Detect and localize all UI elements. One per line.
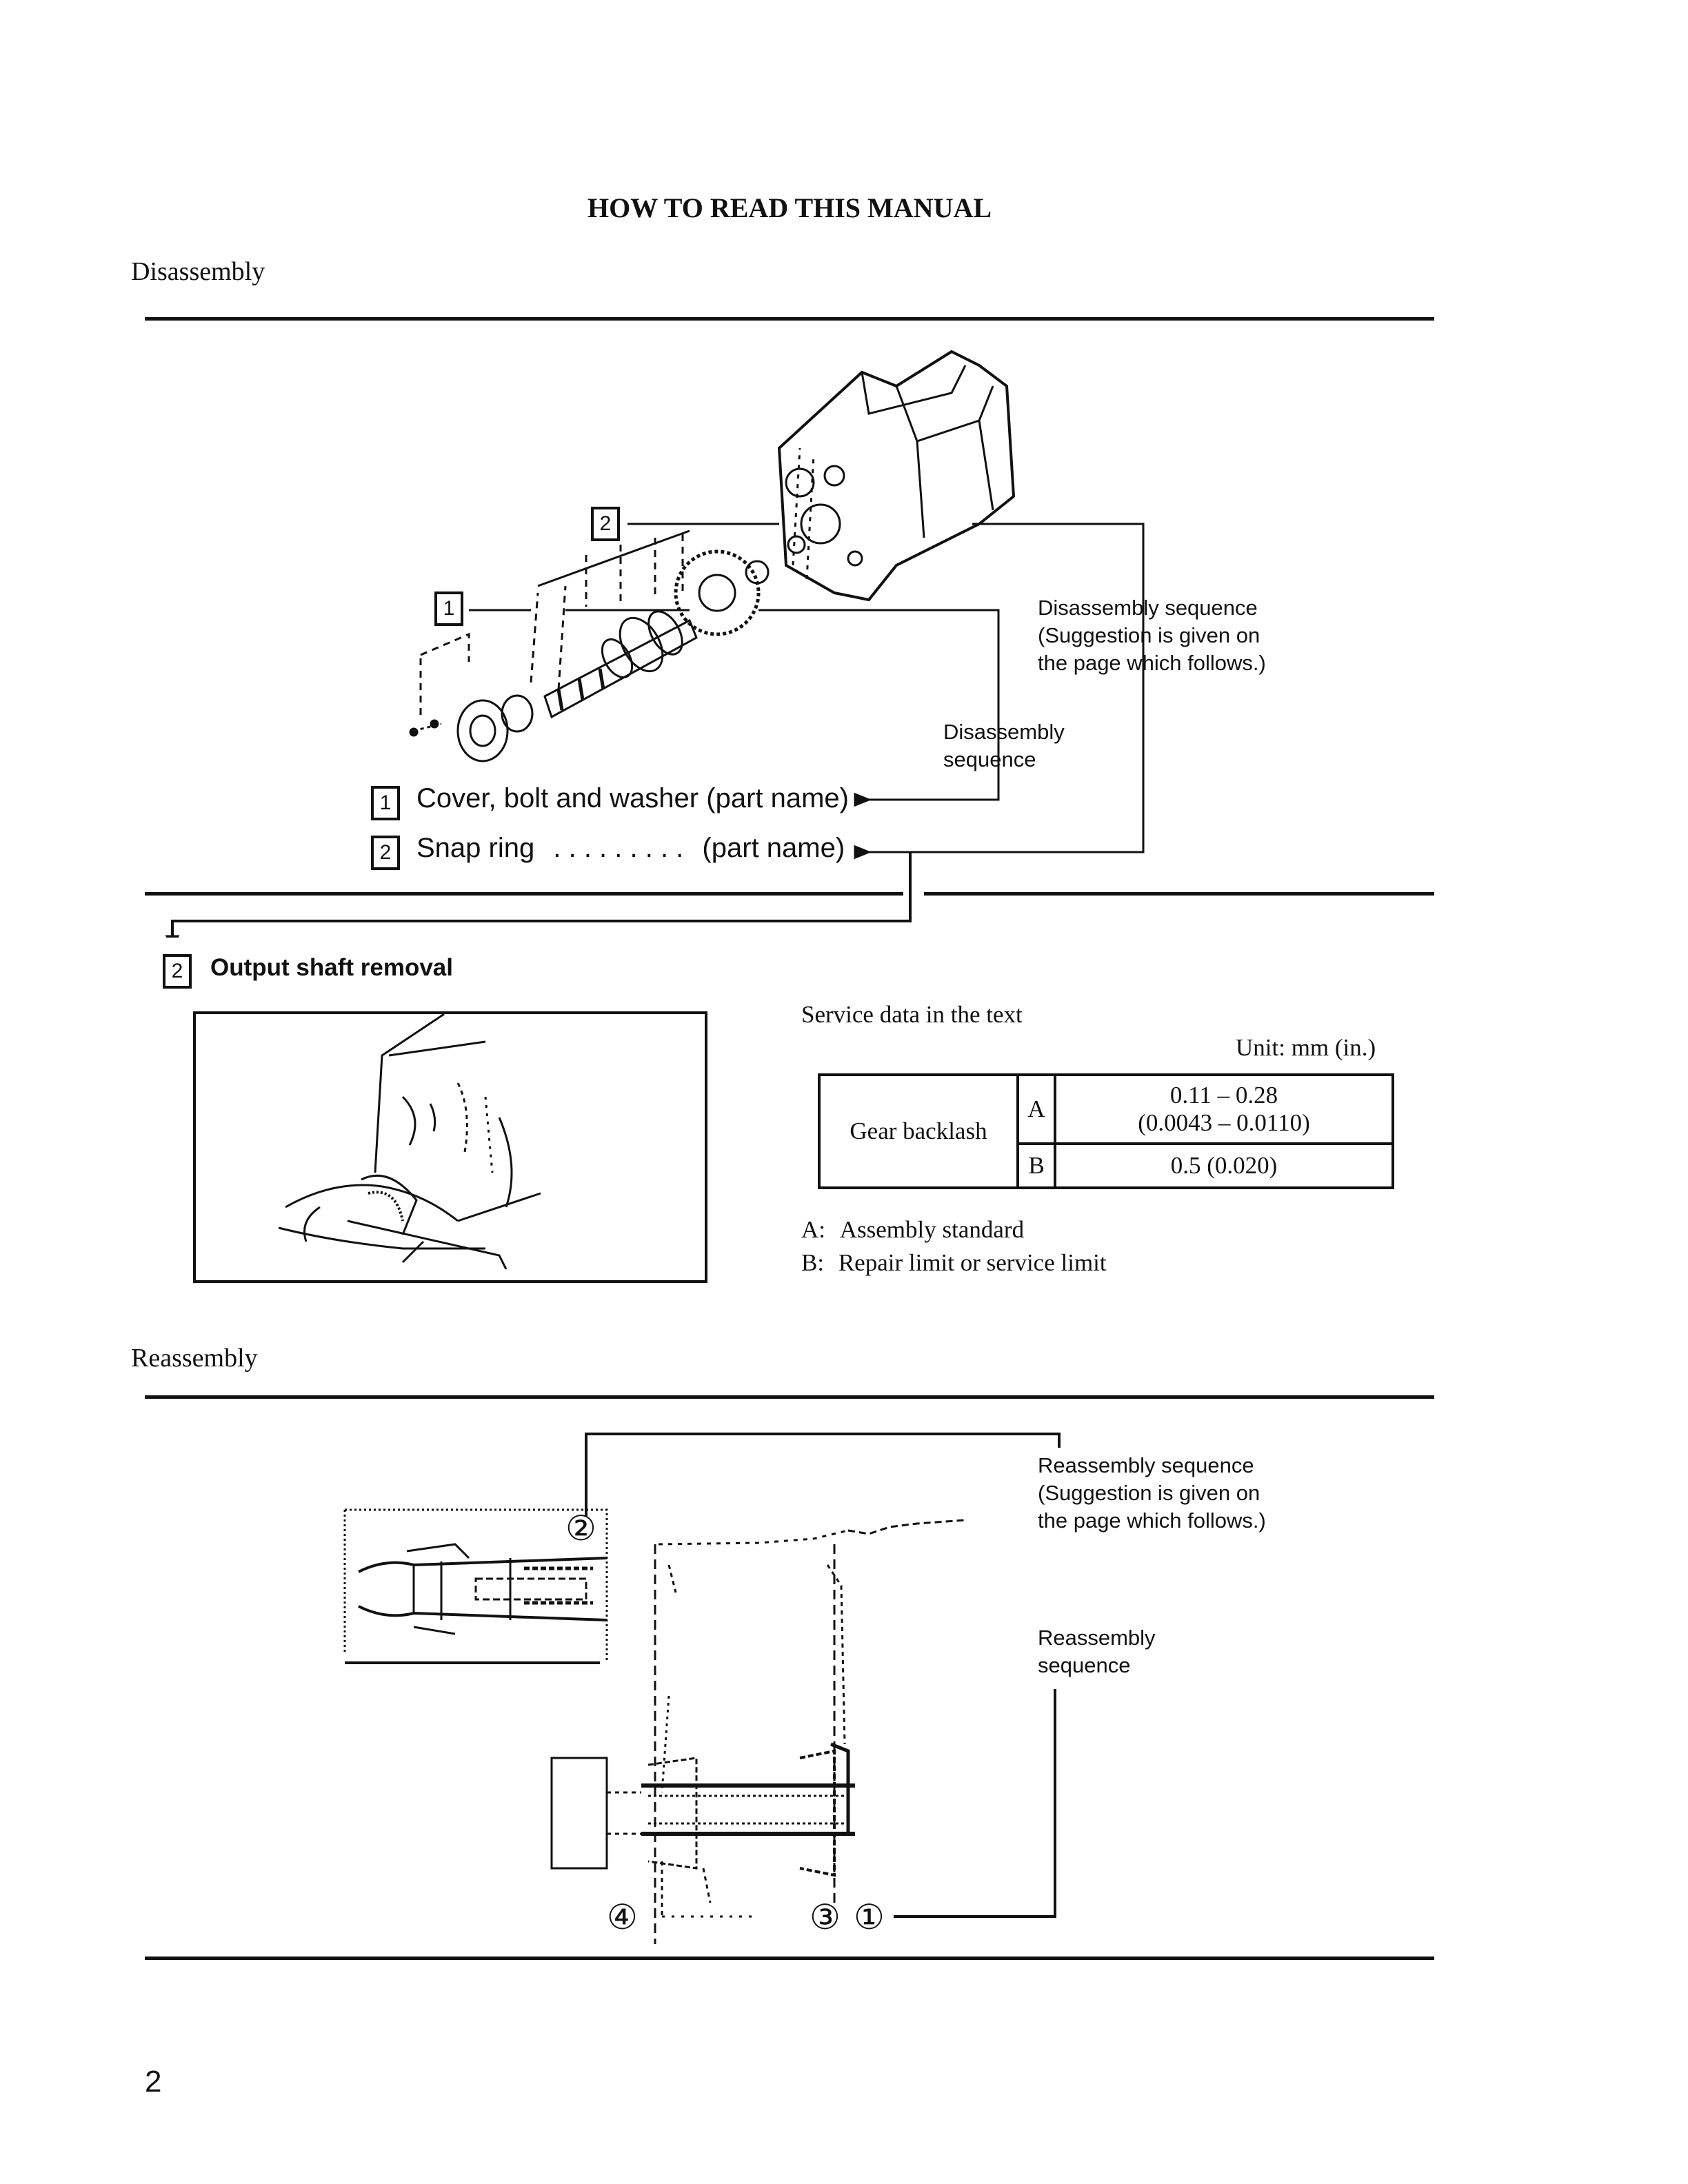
divider [145,317,1434,321]
reassembly-sequence-callout: Reassembly sequence (Suggestion is given… [1038,1453,1266,1533]
page-number: 2 [145,2065,162,2099]
service-data-table: Gear backlash A 0.11 – 0.28 (0.0043 – 0.… [818,1073,1394,1189]
divider [924,892,1434,896]
service-legend-b: B: Repair limit or service limit [801,1249,1107,1276]
service-legend-a: A: Assembly standard [801,1216,1025,1243]
disassembly-illustration [165,350,1145,938]
output-shaft-illustration [278,1013,541,1270]
table-row: Gear backlash A 0.11 – 0.28 (0.0043 – 0.… [818,1073,1394,1189]
gear-backlash-cell: Gear backlash [818,1073,1019,1189]
output-shaft-figure [193,1011,707,1283]
reassembly-illustration [343,1433,1061,1944]
reassembly-sequence-label: Reassembly sequence [1038,1626,1156,1677]
reassembly-marker-3: ③ [810,1898,841,1937]
part-number-2-box: 2 [371,836,400,870]
key-cell-a: A [1016,1073,1056,1146]
output-shaft-heading: Output shaft removal [210,954,453,981]
divider [145,1395,1434,1399]
disassembly-sequence-callout: Disassembly sequence (Suggestion is give… [1038,596,1266,675]
value-cell-a: 0.11 – 0.28 (0.0043 – 0.0110) [1054,1073,1394,1146]
service-data-heading: Service data in the text [801,1001,1023,1028]
part-number-1-box: 1 [371,786,400,820]
service-data-unit: Unit: mm (in.) [1236,1034,1376,1061]
part-item-2: Snap ring . . . . . . . . . (part name) [416,833,845,863]
key-cell-b: B [1016,1142,1056,1189]
output-shaft-number-box: 2 [163,954,192,989]
part-number-1-marker: 1 [434,592,463,626]
value-cell-b: 0.5 (0.020) [1054,1142,1394,1189]
reassembly-marker-4: ④ [607,1898,638,1937]
reassembly-marker-1: ① [854,1898,885,1937]
page-title: HOW TO READ THIS MANUAL [587,192,992,223]
reassembly-heading: Reassembly [131,1344,258,1373]
disassembly-sequence-label: Disassembly sequence [943,720,1065,771]
reassembly-marker-2: ② [565,1509,596,1548]
part-item-1: Cover, bolt and washer (part name) [416,783,849,813]
table-row: B 0.5 (0.020) [819,1142,1394,1189]
divider [145,892,903,896]
divider [145,1957,1434,1960]
part-number-2-marker: 2 [591,507,620,541]
disassembly-heading: Disassembly [131,257,265,286]
